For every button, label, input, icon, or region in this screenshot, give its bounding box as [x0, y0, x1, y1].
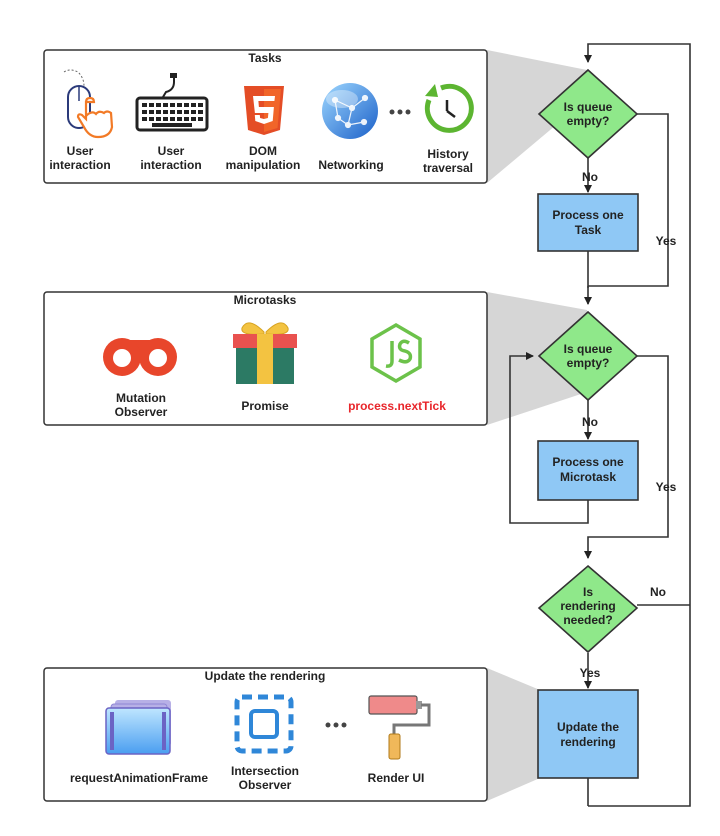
process1-line2: Task	[575, 223, 602, 237]
html5-icon	[244, 86, 284, 135]
label-yes-3: Yes	[580, 666, 601, 680]
globe-network-icon	[322, 83, 378, 139]
rendering-label-intersection: Intersection	[231, 764, 299, 778]
task-sublabel-history: traversal	[423, 161, 473, 175]
decision2-line1: Is queue	[564, 342, 613, 356]
tasks-shadow	[487, 50, 587, 183]
process1-line1: Process one	[552, 208, 624, 222]
main-loop-line	[584, 43, 691, 807]
process-update-rendering	[537, 689, 639, 779]
task-label-user-interaction-1: User	[67, 144, 94, 158]
decision-rendering-needed	[537, 564, 639, 654]
rendering-shadow	[487, 668, 540, 801]
d2-yes-line	[584, 355, 669, 559]
mouse-click-icon	[63, 69, 114, 139]
label-yes-2: Yes	[656, 480, 677, 494]
decision2-line2: empty?	[567, 356, 610, 370]
ellipsis-icon	[325, 722, 347, 728]
rendering-label-render-ui: Render UI	[368, 771, 425, 785]
decision-queue-empty-tasks	[537, 68, 639, 160]
task-sublabel-user-interaction-2: interaction	[140, 158, 201, 172]
rendering-sublabel-intersection: Observer	[239, 778, 292, 792]
decision1-line2: empty?	[567, 114, 610, 128]
task-label-user-interaction-2: User	[158, 144, 185, 158]
decision1-line1: Is queue	[564, 100, 613, 114]
microtasks-shadow	[487, 292, 587, 425]
frame-stack-icon	[105, 700, 171, 755]
decision3-line2: rendering	[560, 599, 615, 613]
task-sublabel-user-interaction-1: interaction	[49, 158, 110, 172]
microtask-label-mutation: Mutation	[116, 391, 166, 405]
process-one-task	[537, 193, 639, 252]
task-label-history: History	[427, 147, 469, 161]
process-one-microtask	[537, 440, 639, 501]
microtask-sublabel-mutation: Observer	[115, 405, 168, 419]
task-label-dom: DOM	[249, 144, 277, 158]
history-clock-icon	[424, 83, 474, 133]
process3-line2: rendering	[560, 735, 615, 749]
decision3-line1: Is	[583, 585, 593, 599]
tasks-title: Tasks	[248, 51, 281, 65]
task-sublabel-dom: manipulation	[226, 158, 301, 172]
process2-line1: Process one	[552, 455, 624, 469]
label-no-1: No	[582, 170, 598, 184]
decision-queue-empty-microtasks	[537, 310, 639, 402]
binoculars-icon	[103, 338, 177, 376]
paint-roller-icon	[368, 695, 431, 760]
label-no-3: No	[650, 585, 666, 599]
p2-loop-line	[509, 352, 589, 524]
rendering-label-raf: requestAnimationFrame	[70, 771, 208, 785]
rendering-title: Update the rendering	[205, 669, 326, 683]
process2-line2: Microtask	[560, 470, 616, 484]
intersection-observer-icon	[234, 694, 294, 754]
label-yes-1: Yes	[656, 234, 677, 248]
ellipsis-icon	[389, 109, 411, 115]
decision3-line3: needed?	[563, 613, 612, 627]
d1-yes-line	[588, 113, 669, 287]
task-label-networking: Networking	[318, 158, 383, 172]
process3-line1: Update the	[557, 720, 619, 734]
label-no-2: No	[582, 415, 598, 429]
nodejs-icon	[370, 322, 422, 384]
gift-box-icon	[233, 322, 297, 384]
keyboard-icon	[135, 73, 209, 132]
microtasks-title: Microtasks	[234, 293, 297, 307]
microtask-label-nexttick: process.nextTick	[348, 399, 446, 413]
microtask-label-promise: Promise	[241, 399, 289, 413]
